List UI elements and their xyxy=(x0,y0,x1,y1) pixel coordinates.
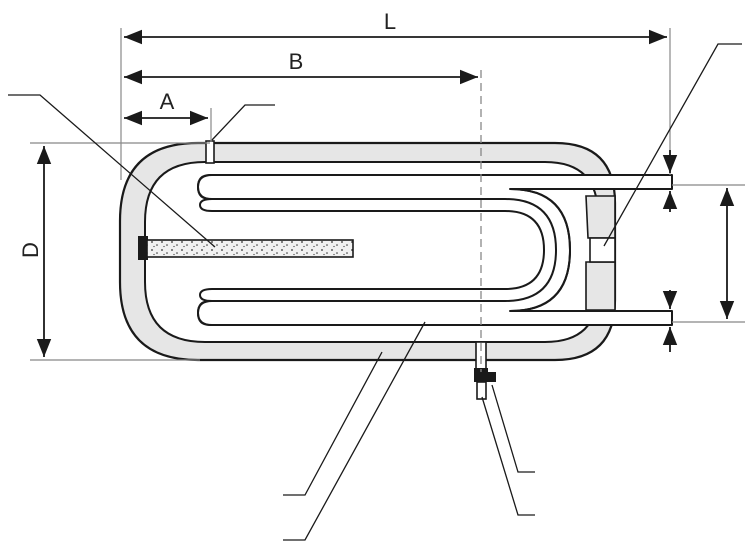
dimension-D: D xyxy=(18,146,52,357)
dimension-L: L xyxy=(124,9,667,45)
leader-lines xyxy=(8,43,742,541)
label-L: L xyxy=(384,9,396,34)
label-D: D xyxy=(18,242,43,258)
dimension-A: A xyxy=(124,89,208,126)
top-sensor-slot xyxy=(205,140,215,164)
label-B: B xyxy=(289,49,304,74)
label-A: A xyxy=(160,89,175,114)
right-flange xyxy=(585,195,616,311)
anode-rod xyxy=(138,236,354,260)
heat-exchanger-coil xyxy=(196,174,673,326)
dimension-B: B xyxy=(124,49,478,85)
